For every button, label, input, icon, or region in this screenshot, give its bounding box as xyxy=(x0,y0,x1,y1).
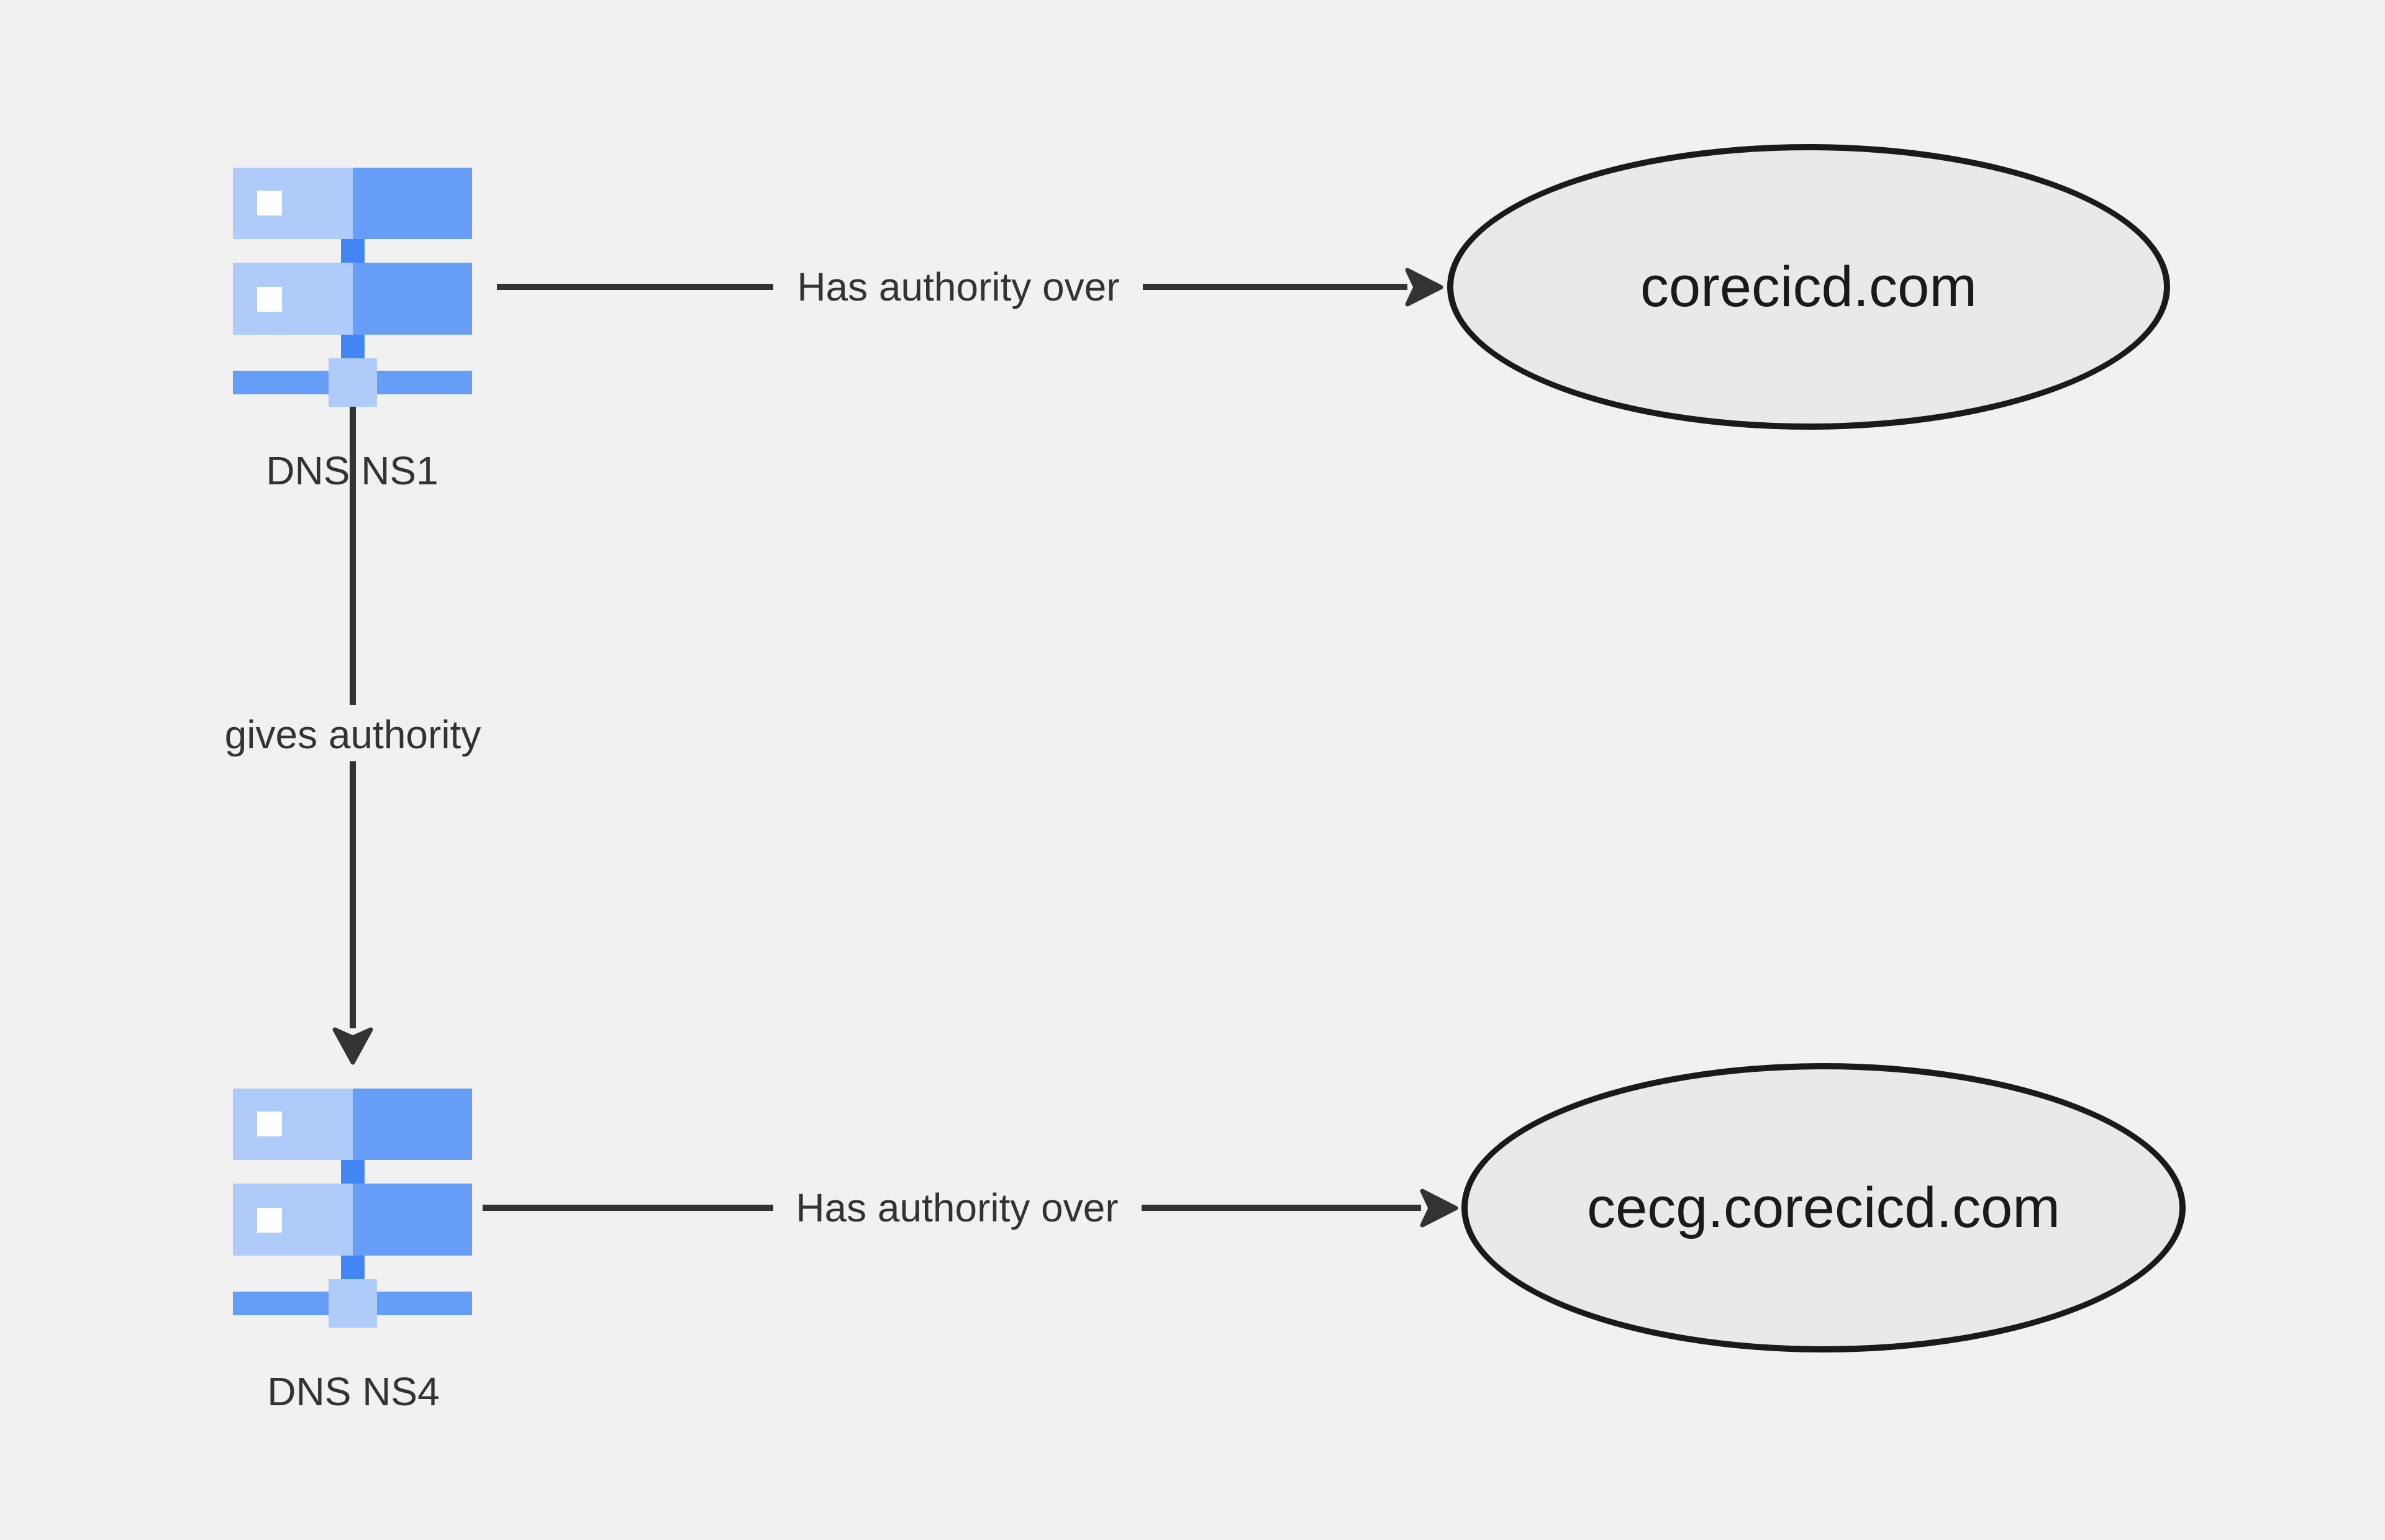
server-row-top-right xyxy=(353,1089,472,1160)
server-led-top xyxy=(257,191,282,215)
server-led-bottom xyxy=(257,287,282,312)
server-row-top-left xyxy=(233,1089,353,1160)
server-connector-top xyxy=(341,239,365,263)
server-connector-bottom xyxy=(341,335,365,358)
server-led-top xyxy=(257,1112,282,1136)
server-row-top-left xyxy=(233,168,353,239)
server-connector-bottom xyxy=(341,1256,365,1279)
dns-ns1-server-icon xyxy=(233,168,472,407)
server-connector-top xyxy=(341,1160,365,1184)
dns-ns4-server-icon xyxy=(233,1089,472,1328)
edge-label-gives-authority: gives authority xyxy=(224,712,481,757)
server-led-bottom xyxy=(257,1208,282,1233)
arrowhead-down-icon xyxy=(332,1027,373,1065)
edge-ns1-ns4-segment-bottom xyxy=(350,761,356,1028)
edge-ns1-domain1-segment-right xyxy=(1143,284,1407,290)
server-network-hub xyxy=(329,1279,377,1328)
arrowhead-right-icon xyxy=(1405,268,1443,307)
domain-cecg-corecicd-label: cecg.corecicd.com xyxy=(1587,1175,2060,1239)
edge-label-has-authority-2: Has authority over xyxy=(796,1185,1119,1230)
edge-ns1-ns4-segment-top xyxy=(350,407,356,705)
server-row-bottom-left xyxy=(233,1184,353,1256)
dns-ns4-label: DNS NS4 xyxy=(267,1369,440,1414)
domain-corecicd-label: corecicd.com xyxy=(1640,255,1977,319)
server-network-hub xyxy=(329,358,377,407)
server-row-bottom-right xyxy=(353,263,472,335)
server-row-bottom-left xyxy=(233,263,353,335)
server-row-top-right xyxy=(353,168,472,239)
domain-ellipse-corecicd: corecicd.com xyxy=(1447,144,2170,430)
edge-ns4-domain2-segment-right xyxy=(1142,1205,1421,1211)
server-row-bottom-right xyxy=(353,1184,472,1256)
domain-ellipse-cecg-corecicd: cecg.corecicd.com xyxy=(1461,1063,2186,1352)
edge-ns1-domain1-segment-left xyxy=(497,284,773,290)
edge-label-has-authority-1: Has authority over xyxy=(797,265,1120,309)
arrowhead-right-icon xyxy=(1420,1189,1458,1228)
edge-ns4-domain2-segment-left xyxy=(483,1205,773,1211)
dns-ns1-label: DNS NS1 xyxy=(266,448,438,493)
